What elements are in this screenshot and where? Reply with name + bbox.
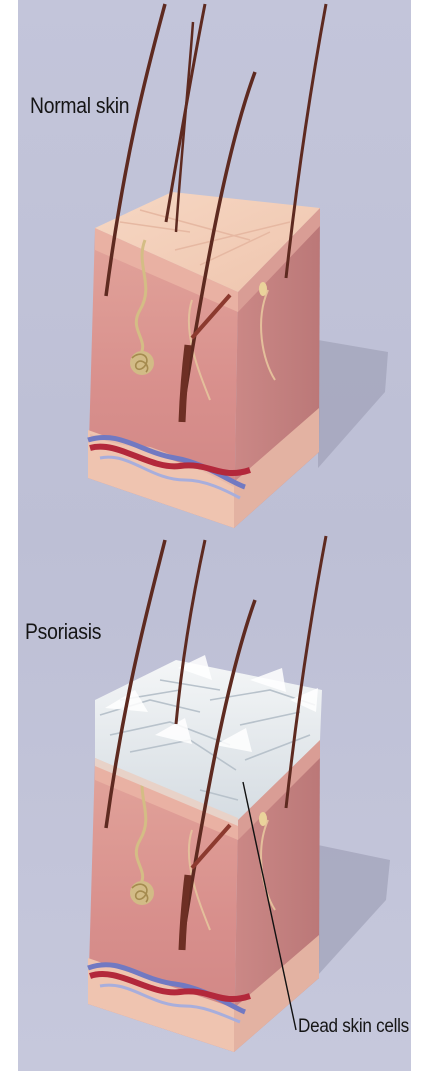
block-shadow [318,340,388,468]
normal-skin-label: Normal skin [30,93,129,119]
block-shadow [318,845,390,975]
normal-skin-block [88,4,388,528]
dead-skin-cells-label: Dead skin cells [298,1016,409,1038]
sweat-gland-coil [130,881,154,905]
psoriasis-label: Psoriasis [25,619,101,645]
sweat-gland-coil [130,351,154,375]
psoriasis-skin-block [88,536,390,1052]
